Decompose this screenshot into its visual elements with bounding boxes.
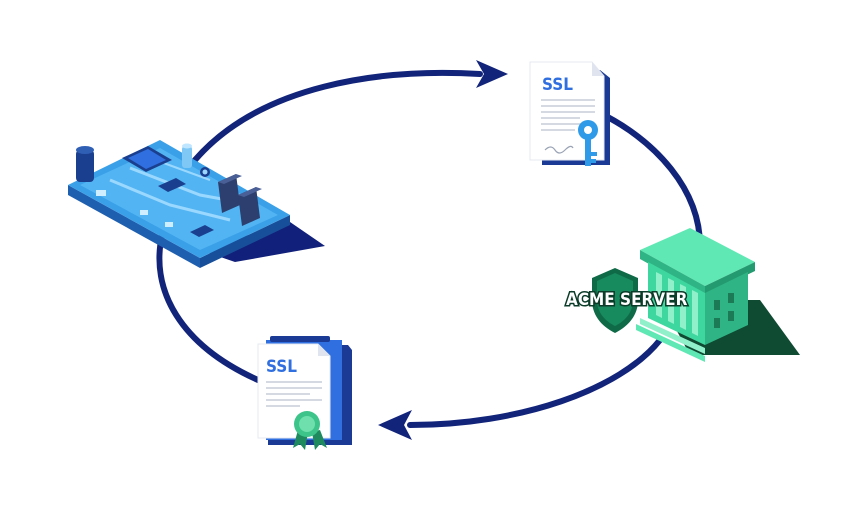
arrow-bottom-certificate-to-board <box>156 232 261 383</box>
cycle-arrows <box>156 60 704 440</box>
circuit-board-icon <box>68 140 325 268</box>
arrow-certificate-to-server <box>595 109 704 253</box>
server-building-icon <box>636 228 800 362</box>
server-label: ACME SERVER <box>566 290 688 310</box>
ssl-certificate-bottom-icon: SSL <box>257 336 352 450</box>
arrow-board-to-certificate <box>192 69 483 163</box>
certificate-bottom-label: SSL <box>266 357 297 377</box>
arrow-head-top <box>476 60 508 88</box>
certificate-top-label: SSL <box>542 75 573 95</box>
ssl-certificate-icon: SSL <box>529 61 610 166</box>
shield-icon <box>592 268 638 333</box>
arrow-server-to-bottom-certificate <box>407 337 663 428</box>
certificate-ribbon-icon <box>293 411 327 450</box>
key-icon <box>578 120 598 166</box>
arrow-head-bottom <box>378 410 412 440</box>
